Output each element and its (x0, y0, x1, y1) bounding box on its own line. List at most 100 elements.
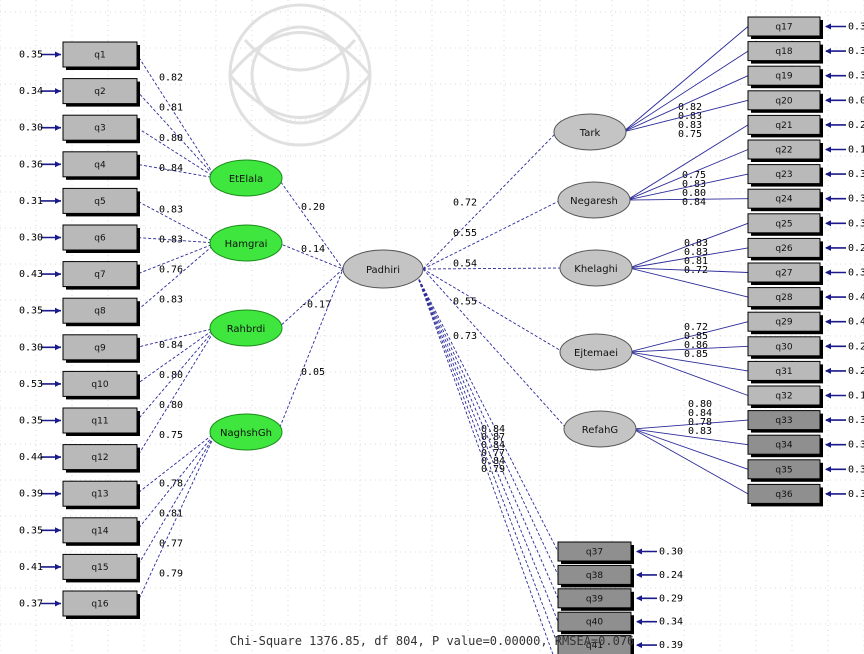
indicator-box (747, 385, 821, 406)
loading-path (628, 351, 749, 396)
arrow-head (825, 466, 831, 473)
loading-value: 0.83 (684, 238, 708, 249)
arrow-head (825, 97, 831, 104)
loading-value: 0.84 (481, 424, 505, 435)
structural-path (422, 267, 564, 270)
indicator-label: q34 (775, 441, 792, 451)
indicator-box (62, 297, 138, 324)
latent-factor-label: EtElala (229, 174, 263, 185)
error-variance: 0.41 (19, 562, 43, 573)
error-variance: 0.24 (659, 570, 683, 581)
indicator-label: q18 (775, 47, 792, 57)
error-variance: 0.32 (848, 71, 864, 82)
loading-value: 0.81 (159, 509, 183, 520)
latent-factor-label: Hamgrai (225, 239, 268, 250)
indicator-box (62, 444, 138, 471)
error-variance: 0.39 (848, 464, 864, 475)
indicator-box (747, 459, 821, 480)
path-coefficient: 0.05 (301, 367, 325, 378)
arrow-head (55, 307, 61, 314)
loading-value: 0.84 (481, 440, 505, 451)
loading-path (622, 99, 749, 133)
indicator-box (747, 410, 821, 431)
path-coefficient: 0.55 (453, 228, 477, 239)
indicator-box (62, 553, 138, 580)
indicator-label: q25 (775, 219, 792, 229)
error-variance: 0.36 (848, 415, 864, 426)
loading-path (628, 247, 749, 269)
indicator-label: q41 (586, 641, 603, 651)
error-variance: 0.38 (848, 440, 864, 451)
indicator-box (557, 588, 632, 609)
arrow-head (55, 417, 61, 424)
loading-value: 0.81 (684, 256, 708, 267)
arrow-head (825, 220, 831, 227)
arrow-head (825, 244, 831, 251)
error-variance: 0.13 (848, 391, 864, 402)
loading-value: 0.78 (688, 417, 712, 428)
loading-path (136, 431, 217, 604)
arrow-head (825, 195, 831, 202)
loading-path (136, 242, 217, 275)
central-factor-label: Padhiri (366, 265, 400, 276)
error-variance: 0.26 (848, 366, 864, 377)
indicator-box (62, 151, 138, 178)
central-factor-ellipse (342, 249, 424, 289)
path-coefficient: 0.55 (453, 296, 477, 307)
indicator-box (62, 407, 138, 434)
loading-value: 0.83 (684, 247, 708, 258)
structural-path (277, 177, 344, 270)
indicator-label: q28 (775, 293, 792, 303)
path-nodes: q10.35q20.34q30.30q40.36q50.31q60.30q70.… (19, 16, 864, 654)
indicator-box (62, 261, 138, 288)
indicator-box (747, 483, 821, 504)
error-variance: 0.33 (848, 22, 864, 33)
indicator-label: q2 (94, 87, 105, 97)
loading-path (626, 173, 749, 201)
loading-path (416, 274, 559, 646)
arrow-head (55, 600, 61, 607)
indicator-label: q15 (91, 563, 108, 573)
error-variance: 0.20 (848, 341, 864, 352)
loading-value: 0.82 (678, 102, 702, 113)
indicator-box (747, 311, 821, 332)
loading-path (622, 26, 749, 133)
indicator-label: q10 (91, 380, 108, 390)
error-variance: 0.30 (19, 123, 43, 134)
indicator-box (62, 590, 138, 617)
error-variance: 0.35 (19, 416, 43, 427)
indicator-box (747, 360, 821, 381)
indicator-label: q40 (586, 618, 603, 628)
loading-value: 0.80 (688, 399, 712, 410)
loading-value: 0.82 (159, 73, 183, 84)
indicator-label: q35 (775, 465, 792, 475)
loading-value: 0.72 (684, 265, 708, 276)
indicator-label: q21 (775, 121, 792, 131)
error-variance: 0.31 (19, 196, 43, 207)
error-variance: 0.39 (659, 640, 683, 651)
loading-value: 0.77 (159, 539, 183, 550)
error-variance: 0.13 (848, 145, 864, 156)
latent-factor-ellipse (209, 224, 283, 262)
loading-value: 0.83 (159, 295, 183, 306)
indicator-label: q1 (94, 51, 105, 61)
loading-path (136, 327, 217, 458)
indicator-box (747, 164, 821, 185)
indicator-label: q12 (91, 453, 108, 463)
arrow-head (825, 23, 831, 30)
arrow-head (825, 318, 831, 325)
loading-path (628, 222, 749, 269)
structural-path (277, 242, 344, 270)
indicator-box (62, 517, 138, 544)
loading-path (632, 428, 749, 495)
arrow-head (825, 367, 831, 374)
arrow-head (825, 171, 831, 178)
loading-path (136, 90, 217, 179)
indicator-box (557, 611, 632, 632)
arrow-head (825, 72, 831, 79)
loading-value: 0.80 (682, 188, 706, 199)
loading-value: 0.83 (159, 204, 183, 215)
path-coefficient: 0.20 (301, 202, 325, 213)
indicator-label: q22 (775, 146, 792, 156)
indicator-label: q9 (94, 343, 106, 353)
